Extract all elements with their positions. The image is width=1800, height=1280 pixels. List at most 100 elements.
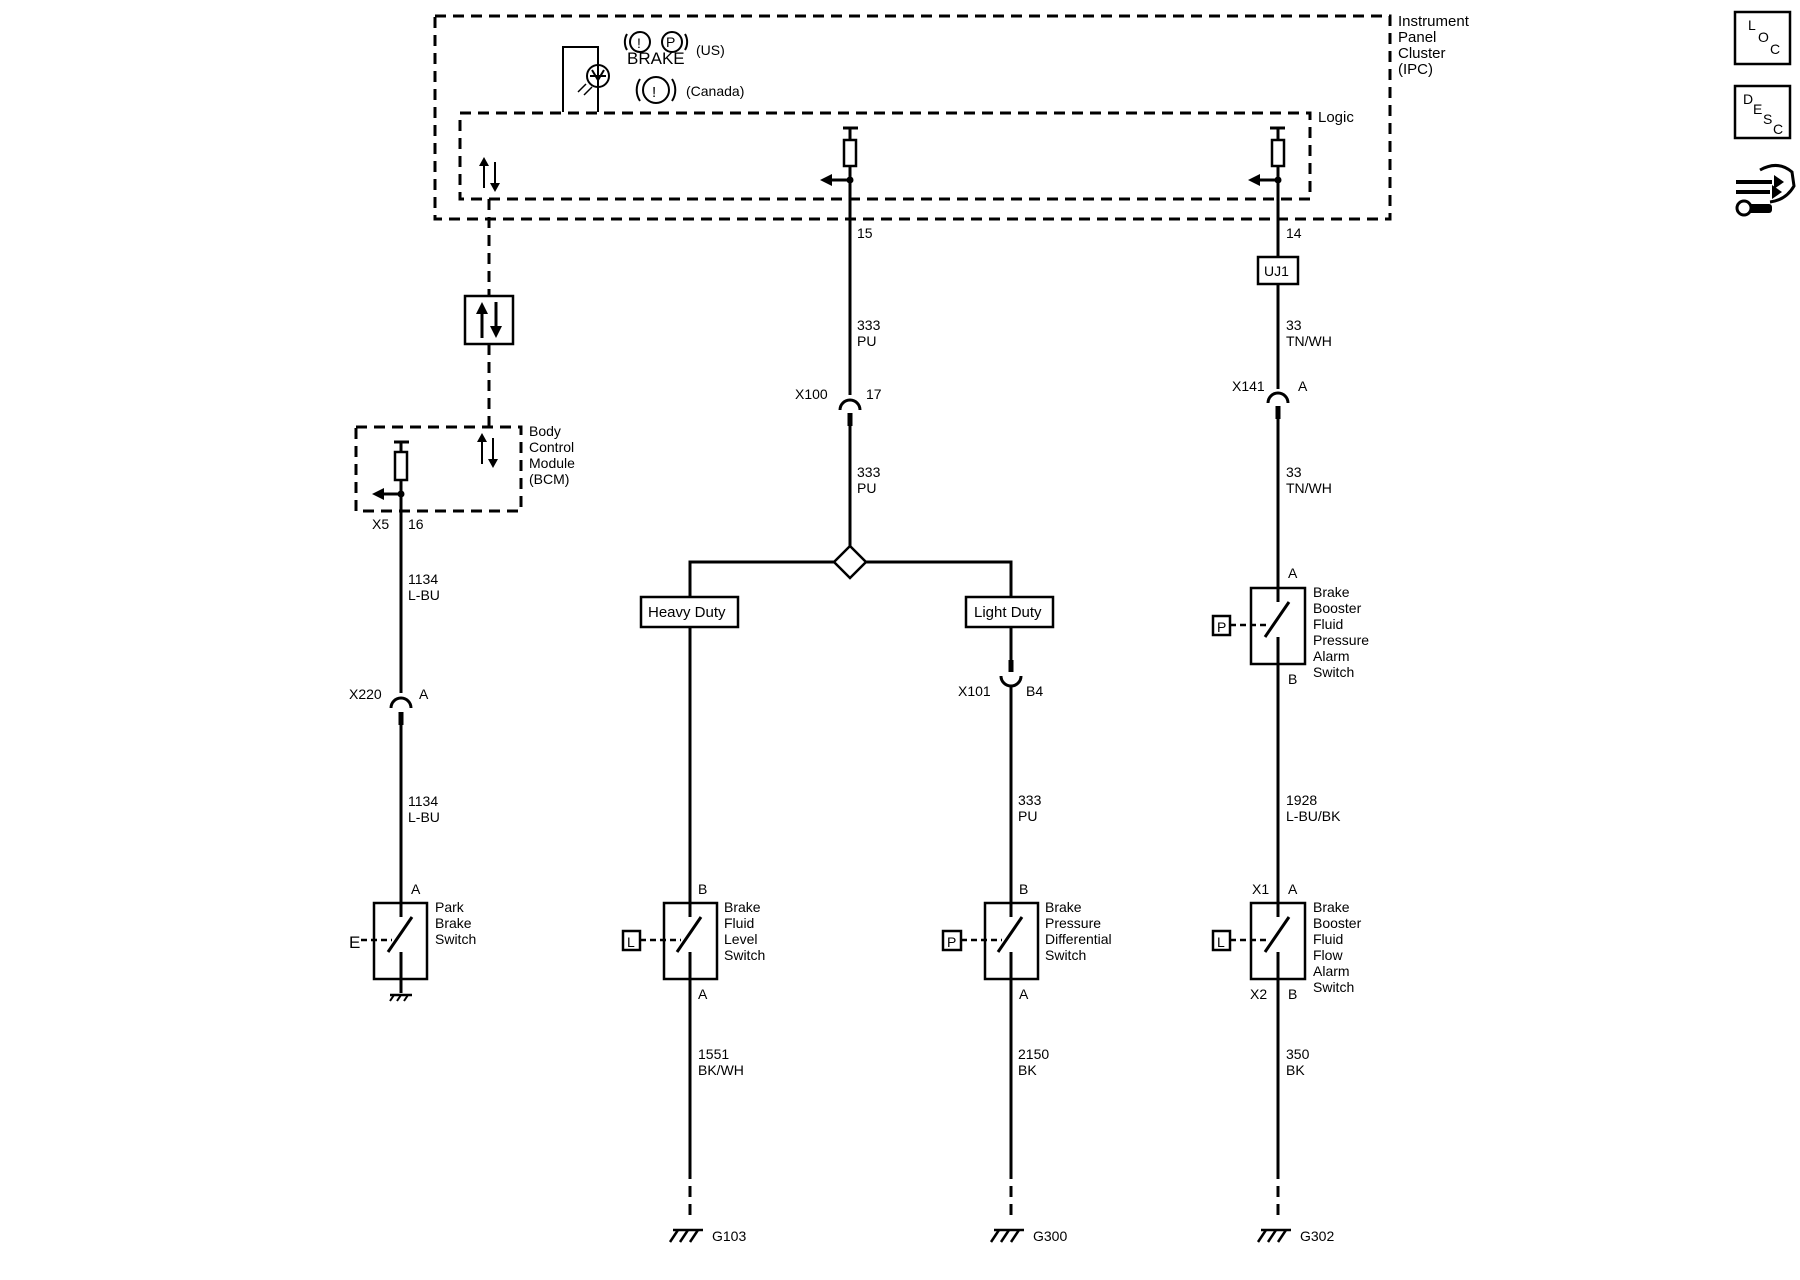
- booster-wire-lower-color: L-BU/BK: [1286, 808, 1341, 824]
- booster-flow-pin-bottom: B: [1288, 986, 1297, 1002]
- booster-wire-top-color: TN/WH: [1286, 333, 1332, 349]
- brake-fluid-level-circuit: B L Brake Fluid Level Switch A 1551 BK/W…: [621, 627, 765, 1244]
- brake-warning-symbol-icon: ! P: [623, 31, 689, 53]
- booster-flow-pin-top: A: [1288, 881, 1298, 897]
- serial-data-symbol-icon: [463, 294, 515, 346]
- park-switch-case-ground-icon: [389, 979, 412, 1002]
- location-button[interactable]: L O C: [1733, 10, 1792, 66]
- park-connector-pin: A: [419, 686, 429, 702]
- diff-switch-label-2: Pressure: [1045, 915, 1101, 931]
- booster-flow-conn-bottom: X2: [1250, 986, 1267, 1002]
- park-switch-label-3: Switch: [435, 931, 476, 947]
- ipc-pin-15: 15: [857, 225, 873, 241]
- instrument-panel-cluster: Instrument Panel Cluster (IPC) Logic ! P…: [433, 13, 1470, 241]
- desc-letter-2: E: [1753, 101, 1762, 117]
- serial-data-link: [463, 199, 515, 432]
- svg-text:P: P: [666, 34, 675, 50]
- ipc-logic-boundary: [458, 111, 1312, 201]
- desc-letter-4: C: [1773, 121, 1783, 137]
- ground-g103-icon: [668, 1228, 703, 1243]
- x100-connector-icon: [838, 398, 862, 426]
- bcm-label-line-4: (BCM): [529, 471, 569, 487]
- brake-lamp-canada-label: (Canada): [686, 83, 744, 99]
- booster-pressure-label-5: Alarm: [1313, 648, 1350, 664]
- bcm-boundary: [354, 425, 523, 513]
- brake-lamp-text: BRAKE: [627, 49, 685, 68]
- park-switch-pin: A: [411, 881, 421, 897]
- booster-pressure-switch-type: P: [1217, 619, 1226, 635]
- brake-pressure-differential-switch-icon: [941, 901, 1040, 981]
- booster-wire-color: BK: [1286, 1062, 1305, 1078]
- purple-connector: X100: [795, 386, 828, 402]
- x141-connector-icon: [1266, 391, 1290, 419]
- park-switch-label-1: Park: [435, 899, 465, 915]
- brake-warning-canada-icon: !: [635, 76, 677, 104]
- diagnostic-procedure-button[interactable]: [1735, 164, 1796, 217]
- booster-wire-number: 350: [1286, 1046, 1310, 1062]
- booster-wire-lower-number: 1928: [1286, 792, 1317, 808]
- ipc-label-line-4: (IPC): [1398, 61, 1433, 78]
- description-button[interactable]: D E S C: [1733, 84, 1792, 140]
- bcm-label-line-2: Control: [529, 439, 574, 455]
- bcm-serial-data-arrows-icon: [477, 433, 498, 468]
- level-switch-type: L: [627, 934, 635, 950]
- diff-connector-pin: B4: [1026, 683, 1043, 699]
- purple-connector-pin: 17: [866, 386, 882, 402]
- option-split-diamond-icon: [832, 544, 868, 580]
- ipc-input-14-icon: [1248, 126, 1286, 186]
- booster-pressure-label-2: Booster: [1313, 600, 1362, 616]
- booster-flow-label-2: Booster: [1313, 915, 1362, 931]
- booster-pressure-pin-top: A: [1288, 565, 1298, 581]
- heavy-duty-label: Heavy Duty: [648, 604, 726, 621]
- booster-wire-top-number: 33: [1286, 317, 1302, 333]
- bcm-label-line-1: Body: [529, 423, 561, 439]
- brake-booster-fluid-flow-alarm-switch-icon: [1211, 901, 1307, 981]
- level-switch-label-3: Level: [724, 931, 757, 947]
- purple-wire-mid-color: PU: [857, 480, 876, 496]
- x101-connector-icon: [999, 660, 1023, 688]
- ground-g302-icon: [1256, 1228, 1291, 1243]
- booster-pressure-label-4: Pressure: [1313, 632, 1369, 648]
- brake-indicator-lamp-icon: [562, 46, 610, 112]
- svg-text:!: !: [652, 84, 656, 101]
- hand-wrench-icon: [1735, 164, 1796, 217]
- booster-connector: X141: [1232, 378, 1265, 394]
- x220-connector-icon: [389, 696, 413, 725]
- park-switch-label-2: Brake: [435, 915, 472, 931]
- splice-uj1-box: [1256, 255, 1300, 286]
- ipc-logic-label: Logic: [1318, 109, 1354, 126]
- level-pin-bottom: A: [698, 986, 708, 1002]
- booster-pressure-label-1: Brake: [1313, 584, 1350, 600]
- booster-flow-label-4: Flow: [1313, 947, 1343, 963]
- diff-switch-label-4: Switch: [1045, 947, 1086, 963]
- ipc-pin-14: 14: [1286, 225, 1302, 241]
- ipc-label-line-2: Panel: [1398, 29, 1436, 46]
- diff-switch-label-3: Differential: [1045, 931, 1112, 947]
- booster-flow-label-5: Alarm: [1313, 963, 1350, 979]
- park-wire-top-number: 1134: [408, 571, 438, 587]
- park-wire-bottom-color: L-BU: [408, 809, 440, 825]
- booster-connector-pin: A: [1298, 378, 1308, 394]
- brake-booster-pressure-alarm-switch-icon: [1211, 586, 1307, 666]
- diff-wire-color: BK: [1018, 1062, 1037, 1078]
- booster-pressure-label-3: Fluid: [1313, 616, 1343, 632]
- level-switch-label-2: Fluid: [724, 915, 754, 931]
- booster-flow-conn-top: X1: [1252, 881, 1269, 897]
- park-brake-circuit: 1134 L-BU X220 A 1134 L-BU A E Park Brak…: [349, 494, 476, 1002]
- booster-flow-label-3: Fluid: [1313, 931, 1343, 947]
- booster-pressure-pin-bottom: B: [1288, 671, 1297, 687]
- desc-letter-1: D: [1743, 91, 1753, 107]
- light-duty-option-box: [964, 595, 1055, 629]
- booster-splice-label: UJ1: [1264, 263, 1289, 279]
- booster-wire-mid-number: 33: [1286, 464, 1302, 480]
- svg-text:!: !: [637, 35, 641, 51]
- diff-pin-top: B: [1019, 881, 1028, 897]
- ipc-boundary: [433, 14, 1392, 221]
- level-switch-label-1: Brake: [724, 899, 761, 915]
- park-brake-switch-icon: [361, 901, 429, 981]
- ground-g300-icon: [989, 1228, 1024, 1243]
- ipc-label-line-1: Instrument: [1398, 13, 1470, 30]
- diff-wire-mid-color: PU: [1018, 808, 1037, 824]
- park-wire-bottom-number: 1134: [408, 793, 438, 809]
